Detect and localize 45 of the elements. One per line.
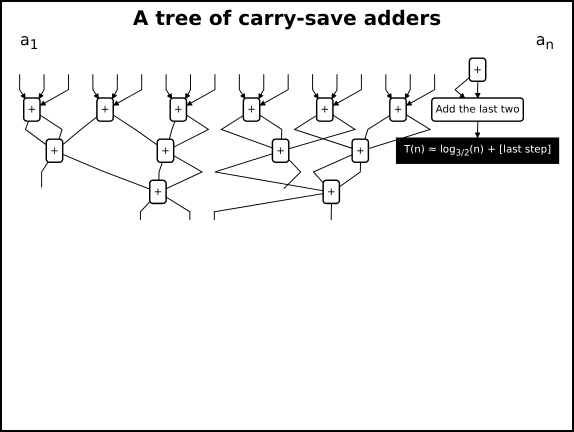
arrow <box>474 121 480 138</box>
arrow <box>260 74 289 106</box>
connector <box>364 114 391 140</box>
arrow <box>333 74 362 106</box>
input-label: a$_{1}$ <box>20 30 38 54</box>
arrow <box>186 74 216 106</box>
arrow <box>19 74 26 100</box>
connector <box>24 121 48 146</box>
connector <box>260 114 282 140</box>
connector <box>41 162 49 188</box>
arrow <box>40 74 69 106</box>
connector <box>168 121 176 140</box>
arrow <box>166 74 172 100</box>
connector <box>330 203 332 221</box>
arrow <box>454 76 470 99</box>
node-box: T(n) ≈ log$_{3/2}$(n) + [last step] <box>396 138 560 164</box>
connector <box>166 196 190 221</box>
arrow <box>404 74 411 100</box>
connector <box>283 159 302 190</box>
connector <box>368 114 432 150</box>
arrow <box>185 74 191 100</box>
arrow <box>92 74 99 100</box>
arrow <box>258 74 264 100</box>
connector <box>62 154 151 190</box>
connector <box>140 201 151 221</box>
connector <box>339 162 362 188</box>
title: A tree of carry-save adders <box>132 6 442 30</box>
connector <box>214 193 324 221</box>
connector <box>214 153 324 192</box>
arrow <box>113 74 142 106</box>
arrow <box>406 74 436 106</box>
connector <box>220 114 274 149</box>
arrow <box>474 81 481 99</box>
input-label: a$_{n}$ <box>536 30 554 54</box>
connector <box>113 114 158 146</box>
arrow <box>385 74 392 100</box>
connector <box>158 162 163 182</box>
connector <box>312 154 353 184</box>
arrow <box>332 74 338 100</box>
arrow <box>112 74 118 100</box>
connector <box>62 116 98 146</box>
arrow <box>312 74 319 100</box>
arrow <box>238 74 246 100</box>
connector <box>40 114 63 140</box>
arrow <box>38 74 45 100</box>
